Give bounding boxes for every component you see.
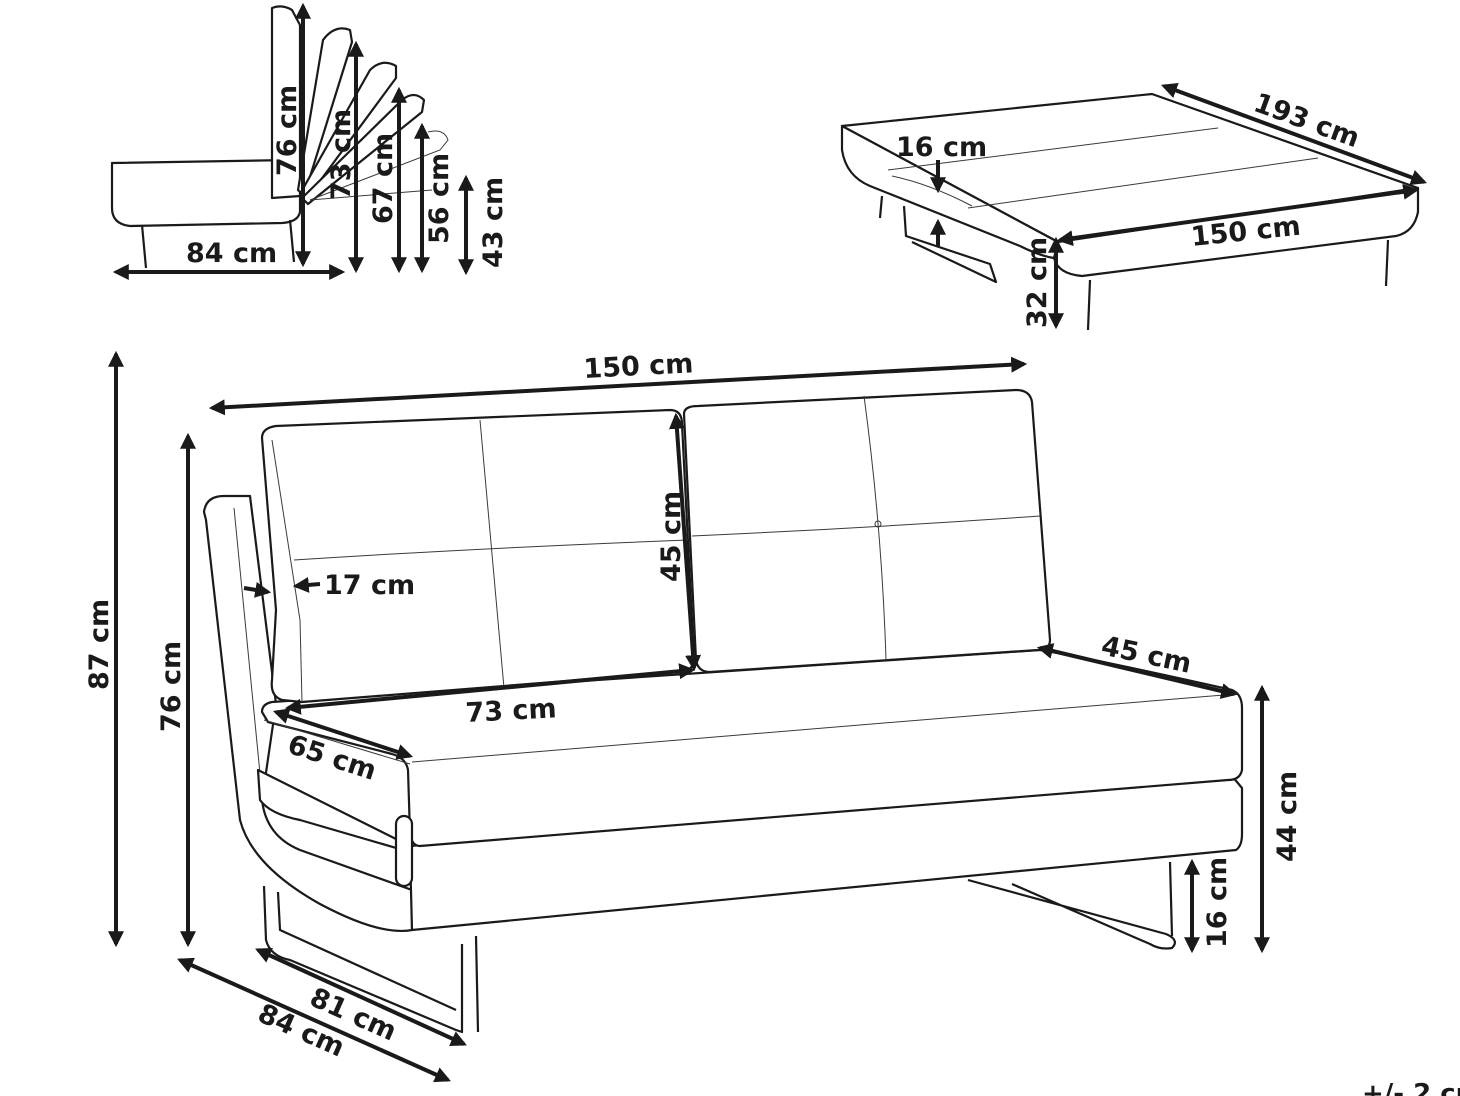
back-cushion-right (682, 388, 1052, 674)
bed-mode-view: 193 cm 16 cm 150 cm 32 cm (840, 82, 1428, 331)
bed-leg-left (878, 195, 884, 219)
side-backrest-pos-4 (309, 130, 449, 201)
left-tuft-h (293, 539, 689, 561)
side-leg-back (288, 219, 296, 263)
label-leg-height: 16 cm (1202, 857, 1233, 948)
label-recline-73: 73 cm (326, 109, 357, 200)
side-frame-inner (233, 507, 263, 795)
back-cushion-left (260, 408, 696, 704)
label-bed-height: 32 cm (1022, 237, 1053, 328)
label-recline-76: 76 cm (272, 85, 303, 176)
sofa-main-view: 150 cm 87 cm 76 cm 17 cm 45 cm 73 cm 45 … (84, 348, 1460, 1096)
label-bed-mattress: 16 cm (896, 132, 987, 163)
dim-cushion-height (668, 412, 702, 672)
right-tuft-h (691, 515, 1041, 537)
label-total-width: 150 cm (583, 348, 694, 385)
sofa-base-box (256, 768, 1244, 932)
label-side-depth: 84 cm (186, 238, 277, 269)
side-backrest-pos-1 (296, 27, 354, 198)
dim-seat-depth-right (1036, 643, 1238, 699)
left-tuft-v (479, 419, 505, 689)
right-tuft-v (863, 395, 887, 661)
side-recline-view: 84 cm 76 cm 73 cm 67 cm 56 cm 43 cm (110, 2, 509, 280)
label-seat-height: 44 cm (1272, 771, 1303, 862)
bed-leg-front (1086, 279, 1092, 331)
label-seat-width: 73 cm (465, 693, 558, 729)
dim-total-width (208, 356, 1028, 416)
bed-frame-rail (902, 205, 998, 284)
base-sled-right (967, 878, 1176, 950)
label-total-height: 87 cm (84, 599, 115, 690)
label-recline-56: 56 cm (424, 153, 455, 244)
dim-back-thickness-left (243, 582, 272, 598)
label-back-height: 76 cm (156, 641, 187, 732)
base-leg-front-left (474, 935, 480, 1033)
dim-bed-length (1160, 82, 1428, 186)
dim-seat-width (284, 663, 696, 715)
label-tolerance: +/- 2 cm (1362, 1079, 1460, 1096)
dim-bed-width (1056, 183, 1420, 247)
label-recline-67: 67 cm (368, 133, 399, 224)
seat-cushion-edge (411, 693, 1237, 763)
dim-seat-depth-left (272, 708, 414, 760)
label-cushion-height: 45 cm (656, 491, 687, 582)
dim-back-thickness-right (292, 576, 321, 593)
dim-outer-depth (177, 957, 451, 1083)
bed-pull-handle (394, 814, 414, 888)
side-backrest-flat (309, 189, 433, 201)
bed-leg-right (1384, 239, 1390, 287)
label-recline-43: 43 cm (478, 177, 509, 268)
label-back-thickness: 17 cm (324, 570, 415, 601)
base-leg-front-right (1168, 861, 1174, 937)
side-leg-front (140, 224, 148, 269)
tuft-button (874, 520, 882, 528)
